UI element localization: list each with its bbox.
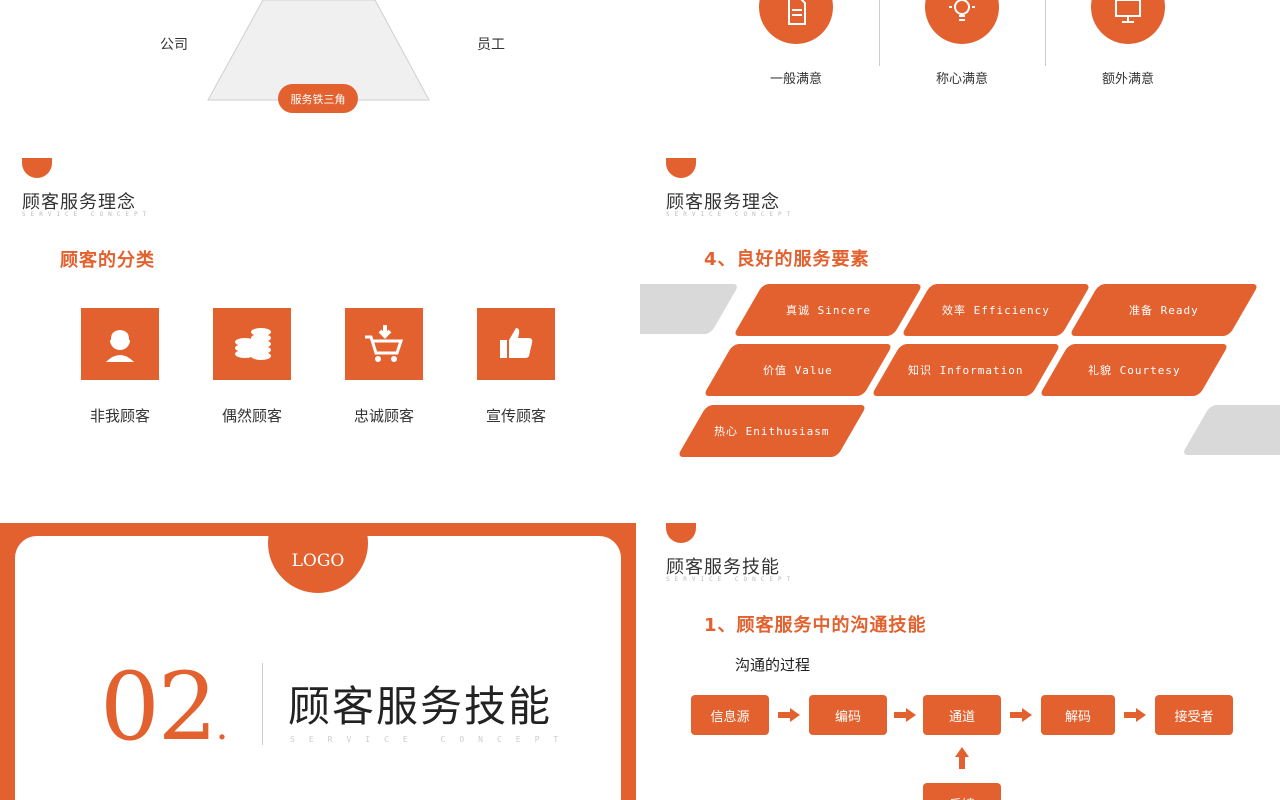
element-enthusiasm: 热心 Enithusiasm	[676, 405, 868, 457]
satisfaction-label-3: 额外满意	[1101, 72, 1154, 87]
satisfaction-icon-2	[925, 0, 999, 44]
element-efficiency: 效率 Efficiency	[900, 284, 1092, 336]
monitor-icon	[1115, 0, 1141, 23]
customer-types-heading: 顾客的分类	[60, 250, 155, 271]
arrow-right-icon	[1124, 708, 1146, 722]
arrow-right-icon	[778, 708, 800, 722]
flow-step-channel: 通道	[923, 695, 1001, 735]
slide-service-triangle: 公司 员工 服务铁三角	[0, 0, 640, 130]
section-subtitle: SERVICE CONCEPT	[22, 211, 152, 218]
customer-type-box-2	[213, 308, 291, 380]
section-subtitle: SERVICE CONCEPT	[666, 576, 796, 583]
document-icon	[788, 0, 806, 25]
divider-2	[1045, 0, 1046, 66]
satisfaction-label-2: 称心满意	[935, 72, 988, 87]
section-subtitle: SERVICE CONCEPT	[666, 211, 796, 218]
coins-icon	[235, 328, 271, 360]
company-label: 公司	[160, 37, 188, 53]
gray-decor-right	[1181, 405, 1280, 455]
element-ready: 准备 Ready	[1068, 284, 1260, 336]
section-title: 顾客服务理念	[22, 192, 136, 213]
section-marker	[666, 158, 696, 178]
element-information: 知识 Information	[870, 344, 1062, 396]
slide-customer-types: 顾客服务理念 SERVICE CONCEPT 顾客的分类	[0, 140, 640, 485]
slide-communication: 顾客服务技能 SERVICE CONCEPT 1、顾客服务中的沟通技能 沟通的过…	[640, 505, 1280, 800]
customer-type-box-3	[345, 308, 423, 380]
shopping-cart-icon	[365, 325, 404, 362]
element-value: 价值 Value	[702, 344, 894, 396]
slide-satisfaction: 一般满意 称心满意 额外满意	[640, 0, 1280, 130]
element-sincere: 真诚 Sincere	[732, 284, 924, 336]
flow-step-decode: 解码	[1041, 695, 1115, 735]
service-elements-heading: 4、良好的服务要素	[704, 249, 870, 270]
cover-subtitle: SERVICE CONCEPT	[290, 735, 573, 744]
customer-type-box-4	[477, 308, 555, 380]
section-title: 顾客服务技能	[666, 557, 780, 578]
arrow-right-icon	[894, 708, 916, 722]
process-label: 沟通的过程	[735, 656, 811, 674]
element-courtesy: 礼貌 Courtesy	[1038, 344, 1230, 396]
customer-type-box-1	[81, 308, 159, 380]
section-number: 02.	[100, 653, 229, 762]
flow-step-receiver: 接受者	[1155, 695, 1233, 735]
slide-section-cover: LOGO 02. 顾客服务技能 SERVICE CONCEPT	[0, 523, 636, 800]
slide-service-elements: 顾客服务理念 SERVICE CONCEPT 4、良好的服务要素 真诚 Sinc…	[640, 140, 1280, 485]
section-title: 顾客服务理念	[666, 192, 780, 213]
customer-type-label-3: 忠诚顾客	[353, 407, 414, 425]
logo-text: LOGO	[291, 551, 345, 571]
arrow-right-icon	[1010, 708, 1032, 722]
gray-decor-left	[640, 284, 740, 334]
arrow-up-icon	[955, 747, 969, 769]
flow-step-source: 信息源	[691, 695, 769, 735]
satisfaction-icon-1	[759, 0, 833, 44]
customer-type-label-4: 宣传顾客	[485, 407, 546, 425]
employee-label: 员工	[477, 37, 505, 53]
communication-heading: 1、顾客服务中的沟通技能	[704, 615, 927, 636]
flow-step-encode: 编码	[809, 695, 887, 735]
satisfaction-label-1: 一般满意	[769, 72, 822, 87]
support-agent-icon	[106, 326, 134, 362]
flow-step-feedback: 反馈	[923, 783, 1001, 800]
satisfaction-icon-3	[1091, 0, 1165, 44]
thumbs-up-icon	[500, 328, 533, 358]
cover-divider	[262, 663, 263, 745]
section-marker	[666, 523, 696, 543]
cover-title: 顾客服务技能	[288, 682, 553, 731]
customer-type-label-2: 偶然顾客	[221, 407, 282, 425]
service-triangle-badge: 服务铁三角	[278, 84, 358, 113]
triangle-shape	[207, 0, 430, 101]
lightbulb-icon	[949, 0, 975, 21]
section-marker	[22, 158, 52, 178]
customer-type-label-1: 非我顾客	[89, 407, 150, 425]
number-dot: .	[215, 703, 229, 749]
divider-1	[879, 0, 880, 66]
